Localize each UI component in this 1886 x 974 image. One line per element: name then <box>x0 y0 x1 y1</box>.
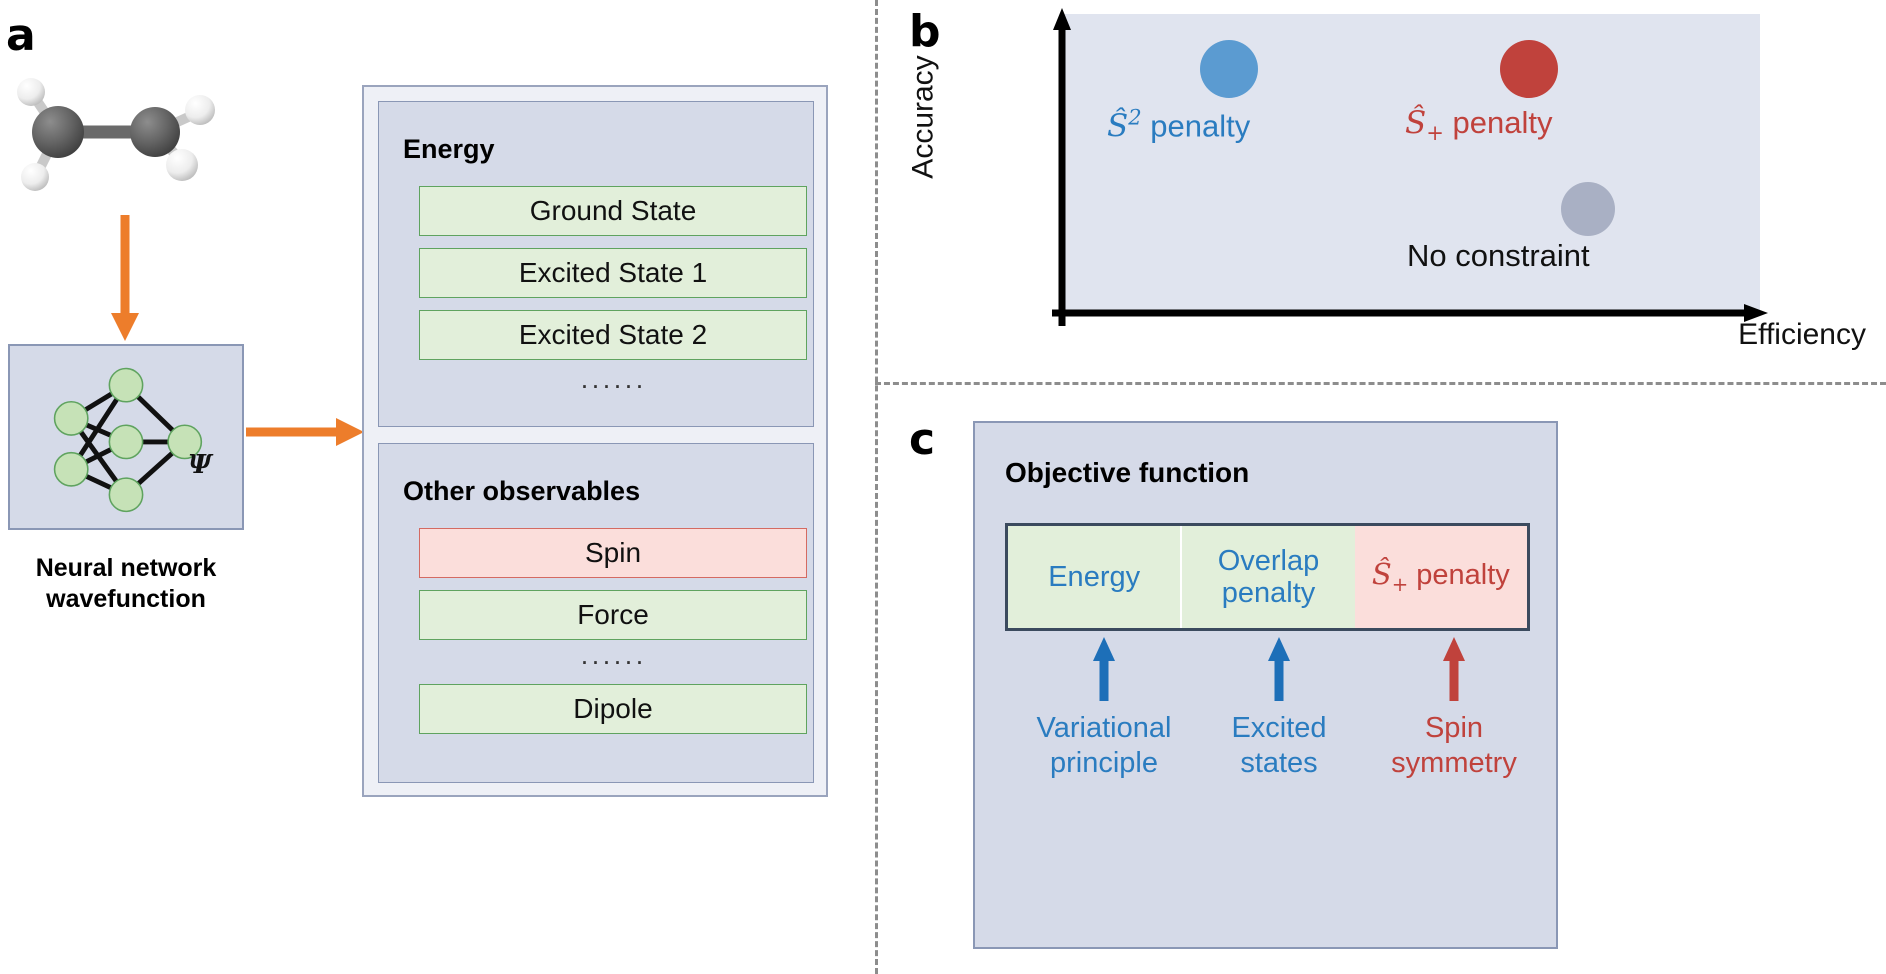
objective-segment-energy[interactable]: Energy <box>1008 526 1181 628</box>
energy-group-box: Energy Ground State Excited State 1 Exci… <box>378 101 814 427</box>
observable-row-spin[interactable]: Spin <box>419 528 807 578</box>
arrow-up-spin-symmetry-icon <box>1443 637 1465 701</box>
data-point-label-s2-penalty: Ŝ2 penalty <box>1107 105 1250 144</box>
data-point-splus-penalty[interactable] <box>1500 40 1558 98</box>
objective-segment-energy-label: Energy <box>1048 560 1141 593</box>
nn-caption-line2: wavefunction <box>46 585 206 614</box>
s2-penalty-word: penalty <box>1150 108 1251 144</box>
legend-excited-states-line2: states <box>1240 746 1318 779</box>
y-axis-arrow <box>1053 8 1071 326</box>
arrow-up-variational-principle-icon <box>1093 637 1115 701</box>
legend-spin-symmetry: Spin symmetry <box>1359 711 1549 781</box>
legend-variational-principle-line2: principle <box>1050 746 1158 779</box>
neural-network-box: Ψ <box>8 344 244 530</box>
neural-network-graph <box>53 367 203 513</box>
neural-network-caption: Neural network wavefunction <box>0 553 252 616</box>
results-outer-box: Energy Ground State Excited State 1 Exci… <box>362 85 828 797</box>
arrow-up-excited-states-icon <box>1268 637 1290 701</box>
energy-row-excited-state-1[interactable]: Excited State 1 <box>419 248 807 298</box>
legend-spin-symmetry-line2: symmetry <box>1391 746 1517 779</box>
panel-c-letter: c <box>909 414 936 465</box>
data-point-s2-penalty[interactable] <box>1200 40 1258 98</box>
legend-variational-principle: Variational principle <box>1009 711 1199 781</box>
objective-segment-splus-penalty[interactable]: Ŝ+ penalty <box>1354 526 1527 628</box>
s2-symbol: Ŝ2 <box>1107 105 1142 145</box>
data-point-label-no-constraint: No constraint <box>1407 238 1590 273</box>
energy-row-ground-state[interactable]: Ground State <box>419 186 807 236</box>
energy-group-title: Energy <box>403 134 495 164</box>
y-axis-label: Accuracy <box>906 55 940 179</box>
s2-exponent: 2 <box>1128 105 1142 130</box>
observables-group-box: Other observables Spin Force ······ Dipo… <box>378 443 814 783</box>
x-axis-label: Efficiency <box>1738 318 1866 351</box>
energy-row-excited-state-2[interactable]: Excited State 2 <box>419 310 807 360</box>
panel-b: b Accuracy Efficiency Ŝ2 penalty Ŝ+ pena… <box>875 0 1886 382</box>
panel-a-letter: a <box>6 10 36 61</box>
panel-b-letter: b <box>909 6 941 57</box>
legend-variational-principle-line1: Variational <box>1036 712 1172 744</box>
legend-excited-states-line1: Excited <box>1231 712 1327 744</box>
splus-subscript: + <box>1426 120 1444 146</box>
energy-ellipsis: ······ <box>580 370 646 400</box>
panel-divider-horizontal <box>875 382 1886 385</box>
x-axis-arrow <box>1052 304 1768 322</box>
accuracy-efficiency-plot-area <box>1060 14 1760 314</box>
objective-function-title: Objective function <box>1005 457 1250 488</box>
legend-excited-states: Excited states <box>1189 711 1369 781</box>
splus-symbol: Ŝ+ <box>1405 105 1444 146</box>
observables-ellipsis: ······ <box>580 646 646 676</box>
psi-symbol: Ψ <box>188 450 212 480</box>
data-point-label-splus-penalty: Ŝ+ penalty <box>1405 105 1553 145</box>
data-point-no-constraint[interactable] <box>1561 182 1615 236</box>
objective-segment-splus-label: Ŝ+ penalty <box>1371 557 1510 596</box>
nn-caption-line1: Neural network <box>35 554 217 582</box>
observables-group-title: Other observables <box>403 476 641 506</box>
objective-splus-symbol: Ŝ+ <box>1371 557 1409 596</box>
orange-arrow-right-icon <box>246 418 364 446</box>
panel-divider-vertical <box>875 0 878 974</box>
ethylene-molecule-icon <box>17 78 215 191</box>
panel-a: a <box>0 0 875 974</box>
legend-spin-symmetry-line1: Spin <box>1424 712 1484 744</box>
splus-penalty-word: penalty <box>1452 105 1553 140</box>
orange-arrow-down-icon <box>111 215 139 341</box>
observable-row-dipole[interactable]: Dipole <box>419 684 807 734</box>
observable-row-force[interactable]: Force <box>419 590 807 640</box>
